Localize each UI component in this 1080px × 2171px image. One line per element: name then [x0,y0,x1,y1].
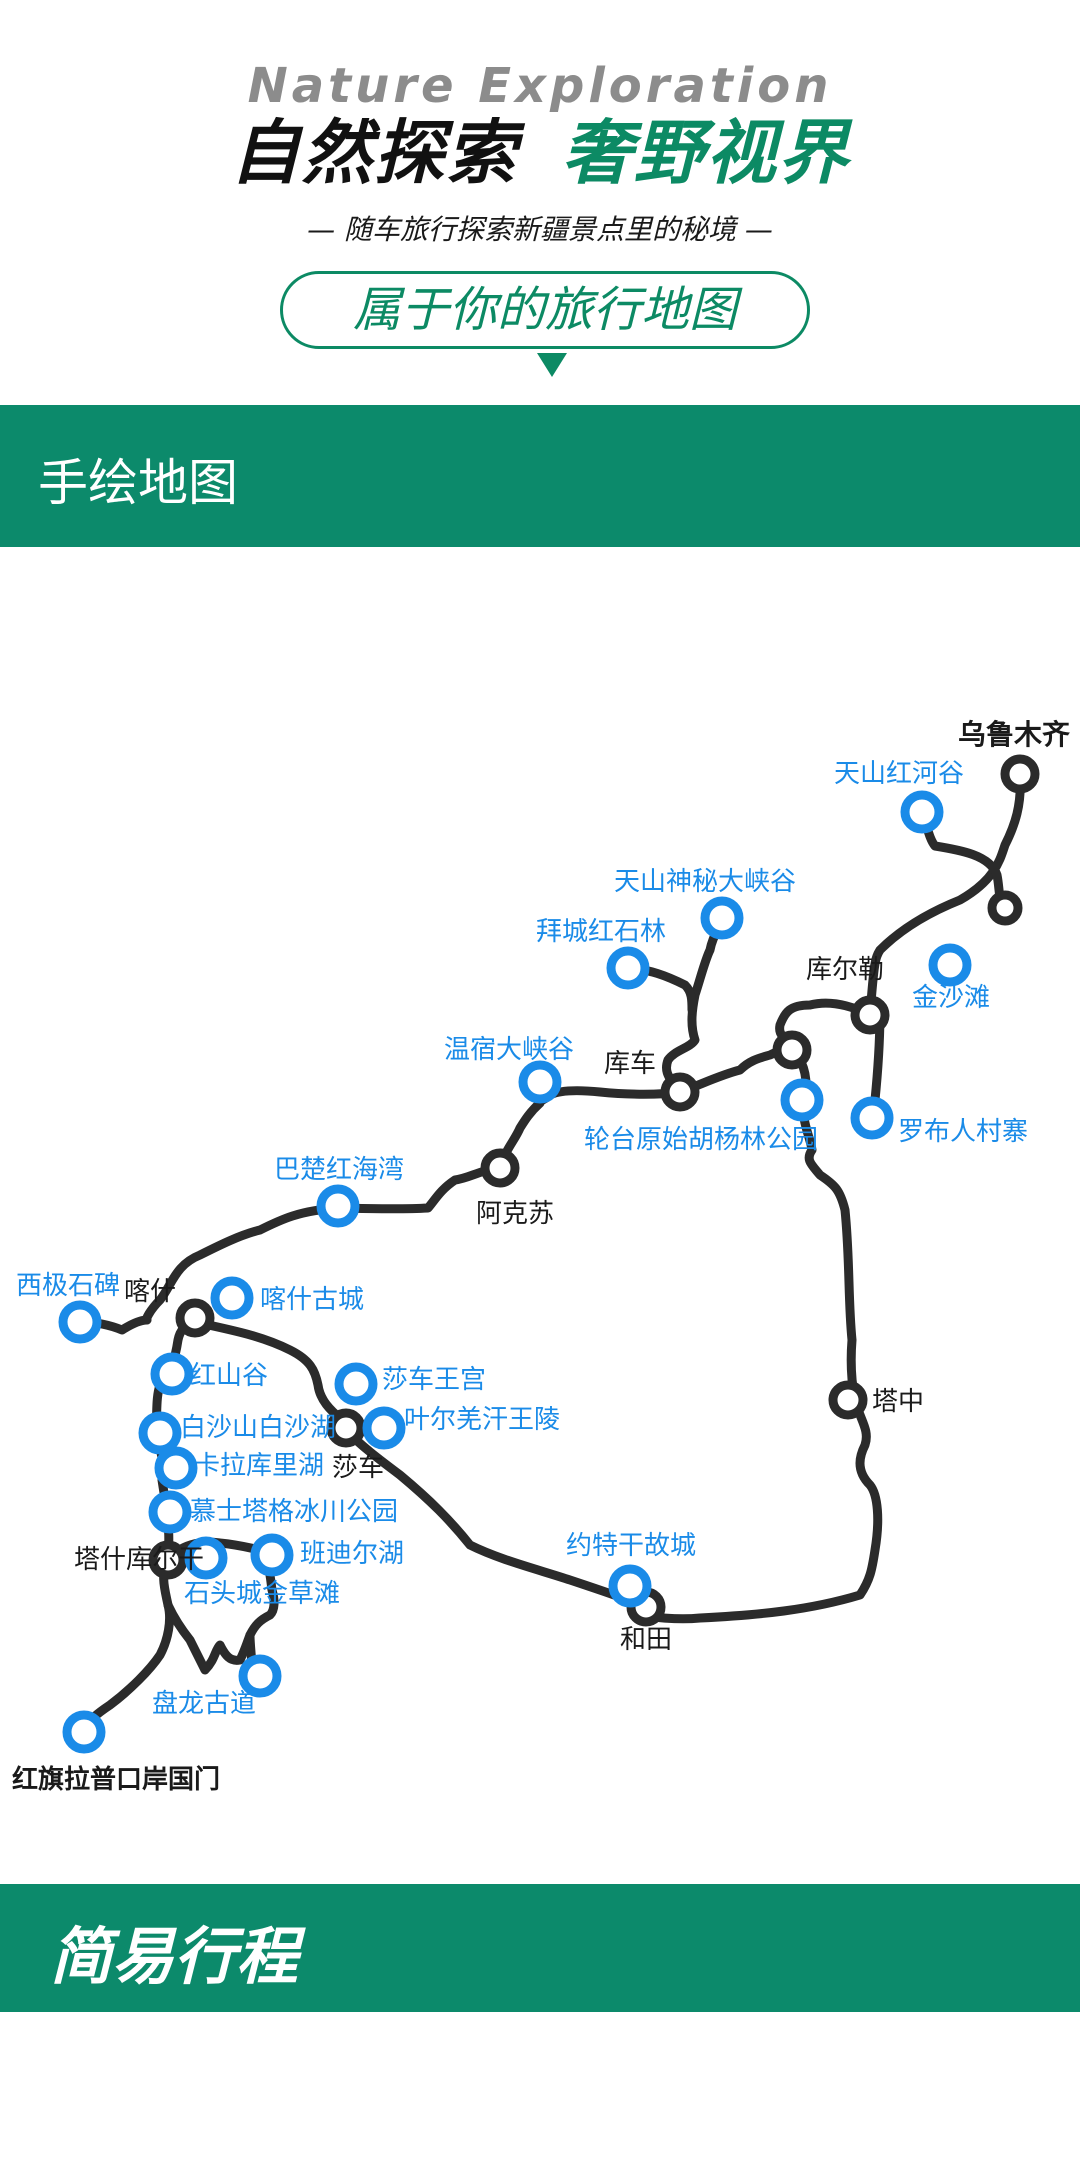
subtitle: — 随车旅行探索新疆景点里的秘境 — [307,213,773,246]
label-tianshan-honghe: 天山红河谷 [834,759,964,789]
label-panlong: 盘龙古道 [152,1689,256,1719]
label-jinshatan: 金沙滩 [912,983,990,1013]
route-panlong-zigzag [163,1600,255,1675]
label-luntai: 轮台原始胡杨林公园 [584,1125,818,1155]
city-node-korla [850,995,890,1035]
chinese-title: 自然探索奢野视界 [0,108,1080,198]
route-shache-hotan [341,1425,650,1612]
attraction-node-panlong [238,1654,282,1698]
route-urumqi-korla [865,769,1025,1020]
label-tazhong: 塔中 [872,1387,924,1417]
attraction-node-hongqilapu [62,1710,106,1754]
itinerary-section-heading: 简易行程 [50,1920,299,1993]
map-section-heading: 手绘地图 [38,454,238,512]
attraction-node-kashgar-oldcity [210,1276,254,1320]
label-hongqilapu: 红旗拉普口岸国门 [12,1764,220,1795]
route-aksu-kashgar [142,1163,505,1325]
label-shache-palace: 莎车王宫 [382,1365,486,1395]
label-bandier: 班迪尔湖 [300,1539,404,1569]
label-baicheng-redstone: 拜城红石林 [536,917,666,947]
label-muztagh: 慕士塔格冰川公园 [190,1497,398,1527]
label-kuqa: 库车 [604,1049,656,1079]
city-labels: 乌鲁木齐 库尔勒 库车 阿克苏 喀什 莎车 塔什库尔干 和田 塔中 红旗拉普口岸… [12,718,1071,1795]
attraction-node-yuetegan [608,1564,652,1608]
attraction-node-xiji [58,1300,102,1344]
route-aksu-kuqa [535,1086,685,1108]
label-luobu: 罗布人村寨 [898,1117,1028,1147]
label-yuetegan: 约特干故城 [566,1531,696,1561]
title-part-wild-view: 奢野视界 [562,111,850,194]
attraction-node-luobu [850,1096,894,1140]
attraction-node-wensu [518,1060,562,1104]
attraction-node-yierqiang [362,1406,406,1450]
label-hotan: 和田 [620,1625,672,1655]
label-tashkurgan: 塔什库尔干 [74,1545,204,1575]
label-shitoucheng: 石头城金草滩 [184,1579,340,1609]
city-node-luntai-junction [772,1030,812,1070]
attraction-labels: 天山红河谷 天山神秘大峡谷 拜城红石林 金沙滩 罗布人村寨 轮台原始胡杨林公园 … [16,759,1028,1719]
city-node-tashkurgan [148,1540,188,1580]
label-baishashan: 白沙山白沙湖 [180,1413,336,1443]
english-title: Nature Exploration [247,58,833,114]
city-node-shache [326,1408,366,1448]
city-markers [148,754,1040,1627]
itinerary-section-band: 简易行程 [0,1884,1080,2012]
city-node-kuqa [660,1072,700,1112]
city-node-tazhong [828,1380,868,1420]
route-kuqa-baicheng [662,915,727,1097]
title-part-nature-exploration: 自然探索 [230,111,518,194]
label-xiji: 西极石碑 [16,1271,120,1301]
label-tianshan-shenmi: 天山神秘大峡谷 [614,867,796,897]
city-node-kashgar [175,1298,215,1338]
label-kashgar: 喀什 [124,1277,176,1307]
city-node-junction [987,890,1023,926]
label-korla: 库尔勒 [806,955,884,985]
hand-drawn-map: 乌鲁木齐 库尔勒 库车 阿克苏 喀什 莎车 塔什库尔干 和田 塔中 红旗拉普口岸… [12,718,1071,1795]
label-yierqiang: 叶尔羌汗王陵 [404,1405,560,1435]
label-kashgar-oldcity: 喀什古城 [260,1285,364,1315]
label-urumqi: 乌鲁木齐 [958,718,1071,751]
label-hongshangu: 红山谷 [190,1361,268,1391]
attraction-node-bachu [316,1184,360,1228]
attraction-node-baicheng-redstone [606,946,650,990]
label-wensu: 温宿大峡谷 [444,1035,574,1065]
label-bachu: 巴楚红海湾 [274,1155,404,1185]
travel-map-pill: 属于你的旅行地图 [280,271,810,349]
attraction-node-hongshangu [150,1352,194,1396]
attraction-node-muztagh [148,1490,192,1534]
city-node-urumqi [1000,754,1040,794]
attraction-node-baishashan [138,1411,182,1455]
attraction-node-shitoucheng [184,1536,228,1580]
attraction-node-bandier [250,1533,294,1577]
label-karakul: 卡拉库里湖 [194,1451,324,1481]
attraction-markers [58,790,972,1754]
attraction-node-shache-palace [334,1362,378,1406]
label-aksu: 阿克苏 [476,1199,554,1229]
attraction-node-tianshan-shenmi [700,896,744,940]
route-tashkurgan-hongqilapu [80,1555,175,1733]
attraction-node-jinshatan [928,943,972,987]
label-shache: 莎车 [332,1453,384,1483]
attraction-node-tianshan-honghe [900,790,944,834]
attraction-node-karakul [154,1446,198,1490]
map-section-band: 手绘地图 [0,405,1080,547]
city-node-aksu [480,1148,520,1188]
pill-pointer-icon [537,353,567,377]
page-header: Nature Exploration 自然探索奢野视界 — 随车旅行探索新疆景点… [0,0,1080,405]
attraction-node-luntai [780,1078,824,1122]
